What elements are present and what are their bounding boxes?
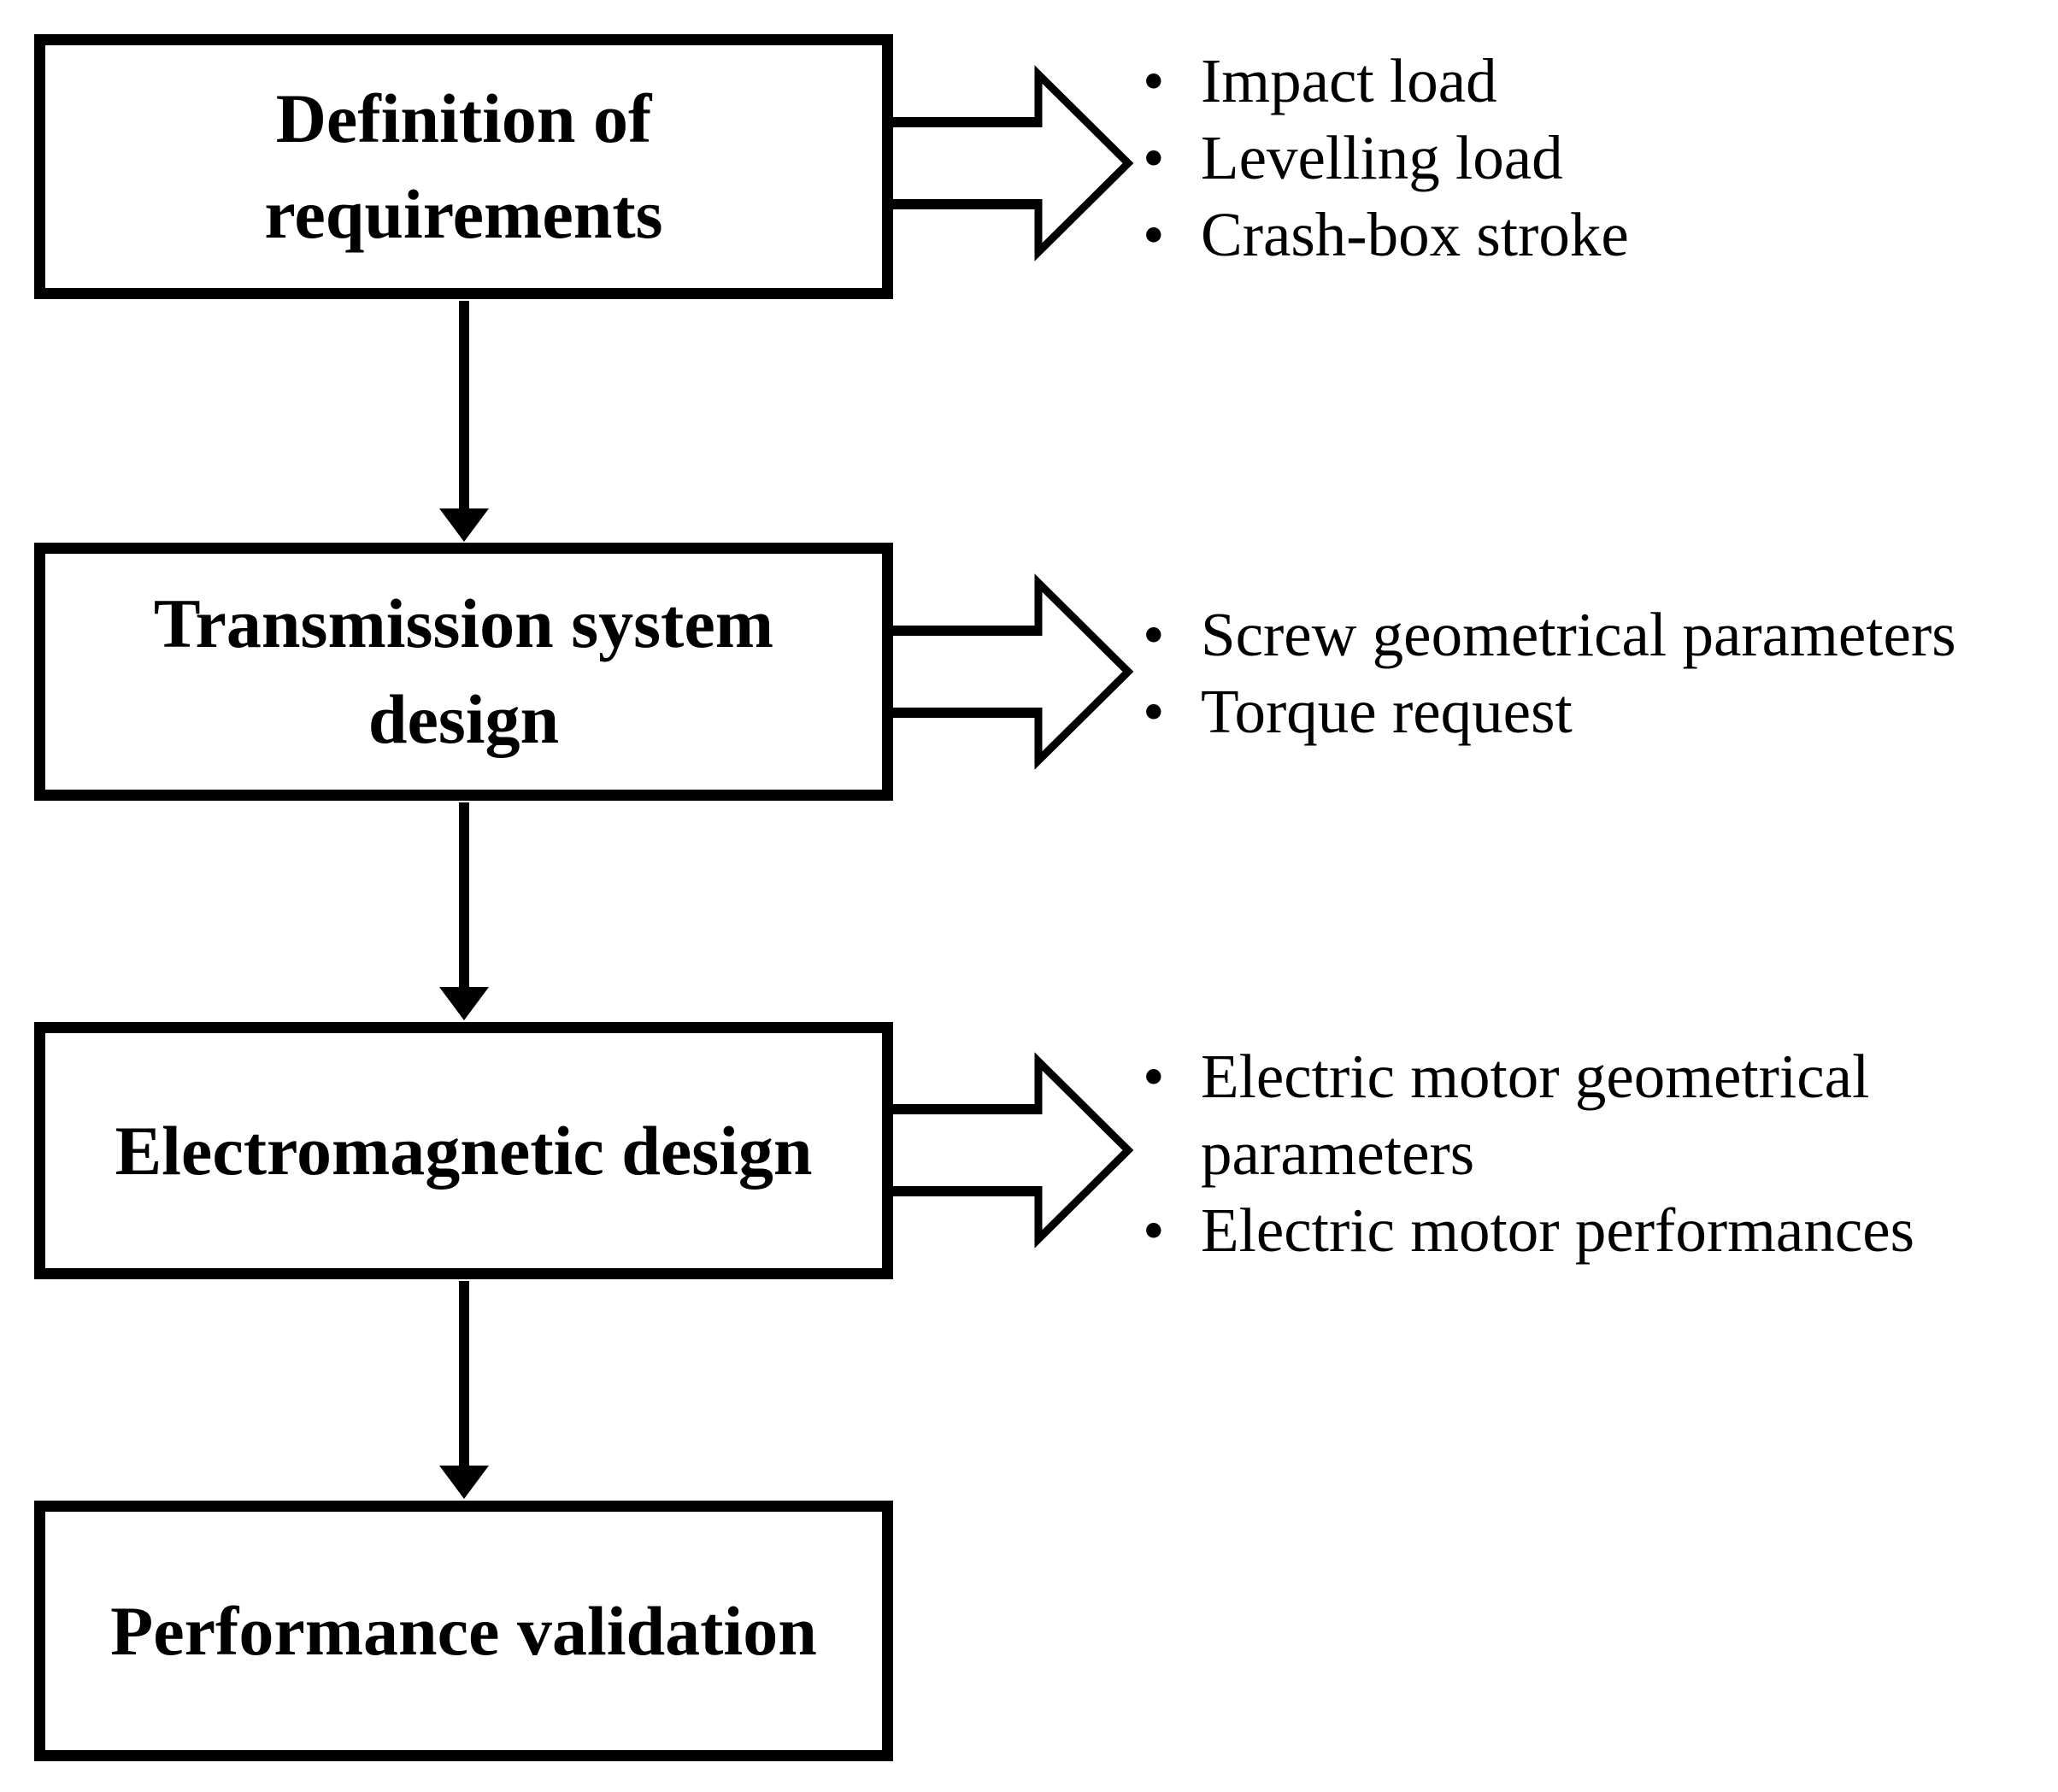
step-box-definition-of-requirements: Definition of requirements	[34, 34, 893, 299]
step-label-line: Definition of	[275, 79, 652, 157]
step-box-electromagnetic-design: Electromagnetic design	[34, 1022, 893, 1279]
output-list-transmission-system-design: Screw geometrical parameters Torque requ…	[1143, 596, 1956, 750]
output-list-electromagnetic-design: Electric motor geometrical parameters El…	[1143, 1038, 1980, 1269]
output-list-item: Electric motor geometrical parameters	[1143, 1038, 1980, 1192]
output-list-item: Screw geometrical parameters	[1143, 596, 1956, 673]
output-list-item: Impact load	[1143, 43, 1629, 120]
flow-connector-arrow-2	[439, 802, 489, 1020]
step-label-line: Performance validation	[110, 1591, 817, 1670]
output-list-item: Crash-box stroke	[1143, 197, 1629, 273]
output-list-definition-of-requirements: Impact load Levelling load Crash-box str…	[1143, 43, 1629, 273]
output-block-arrow-2	[893, 573, 1134, 770]
step-label-line: design	[368, 680, 560, 758]
output-list-item: Levelling load	[1143, 120, 1629, 197]
flow-connector-arrow-1	[439, 301, 489, 542]
flow-connector-arrow-3	[439, 1281, 489, 1499]
step-label-line: Transmission system	[153, 585, 774, 662]
output-block-arrow-3	[893, 1052, 1134, 1249]
output-block-arrow-1	[893, 65, 1134, 261]
output-list-item: Torque request	[1143, 673, 1956, 750]
step-label-line: requirements	[264, 175, 663, 253]
output-list-item: Electric motor performances	[1143, 1192, 1980, 1269]
step-label-line: Electromagnetic design	[115, 1111, 813, 1190]
step-box-transmission-system-design: Transmission system design	[34, 543, 893, 801]
step-box-performance-validation: Performance validation	[34, 1501, 893, 1761]
